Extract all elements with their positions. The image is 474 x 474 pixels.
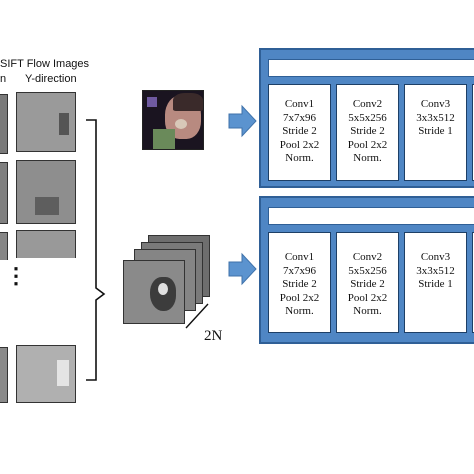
layer-pool: Pool 2x2: [337, 139, 398, 153]
layer-pool: Pool 2x2: [337, 292, 398, 306]
temporal-conv3-box: Conv3 3x3x512 Stride 1: [404, 232, 467, 333]
layer-kernel: 5x5x256: [337, 265, 398, 279]
arrow-right-icon: [228, 252, 258, 286]
grouping-bracket: [84, 118, 108, 384]
layer-pool: Pool 2x2: [269, 292, 330, 306]
flow-image-y-2: [16, 160, 76, 224]
layer-kernel: 7x7x96: [269, 265, 330, 279]
layer-norm: Norm.: [337, 305, 398, 319]
layer-name: Conv2: [337, 251, 398, 265]
spatial-stream-panel: Conv1 7x7x96 Stride 2 Pool 2x2 Norm. Con…: [259, 48, 474, 188]
layer-name: Conv3: [405, 98, 466, 112]
header-title: SIFT Flow Images: [0, 58, 89, 70]
layer-stride: Stride 1: [405, 278, 466, 292]
flow-image-x-2: [0, 162, 8, 224]
spatial-conv2-box: Conv2 5x5x256 Stride 2 Pool 2x2 Norm.: [336, 84, 399, 181]
flow-image-x-3: [0, 232, 8, 260]
flow-image-y-4: [16, 345, 76, 403]
spatial-stream-bar: [268, 59, 474, 77]
temporal-conv1-box: Conv1 7x7x96 Stride 2 Pool 2x2 Norm.: [268, 232, 331, 333]
layer-kernel: 3x3x512: [405, 112, 466, 126]
layer-norm: Norm.: [337, 152, 398, 166]
layer-norm: Norm.: [269, 152, 330, 166]
temporal-conv2-box: Conv2 5x5x256 Stride 2 Pool 2x2 Norm.: [336, 232, 399, 333]
layer-name: Conv2: [337, 98, 398, 112]
spatial-conv1-box: Conv1 7x7x96 Stride 2 Pool 2x2 Norm.: [268, 84, 331, 181]
temporal-stream-panel: Conv1 7x7x96 Stride 2 Pool 2x2 Norm. Con…: [259, 196, 474, 344]
layer-stride: Stride 2: [269, 125, 330, 139]
layer-name: Conv1: [269, 251, 330, 265]
stack-depth-line: [184, 300, 210, 330]
flow-image-x-4: [0, 347, 8, 403]
layer-stride: Stride 2: [269, 278, 330, 292]
flow-image-y-1: [16, 92, 76, 152]
layer-stride: Stride 1: [405, 125, 466, 139]
layer-pool: Pool 2x2: [269, 139, 330, 153]
stack-count-label: 2N: [204, 328, 222, 345]
stack-frame-front: [123, 260, 185, 324]
spatial-conv3-box: Conv3 3x3x512 Stride 1: [404, 84, 467, 181]
layer-name: Conv3: [405, 251, 466, 265]
header-x-direction: n: [0, 73, 6, 85]
layer-name: Conv1: [269, 98, 330, 112]
layer-stride: Stride 2: [337, 125, 398, 139]
video-frame-image: [142, 90, 204, 150]
header-y-direction: Y-direction: [25, 73, 77, 85]
layer-kernel: 7x7x96: [269, 112, 330, 126]
layer-kernel: 5x5x256: [337, 112, 398, 126]
flow-image-y-3: [16, 230, 76, 258]
temporal-stream-bar: [268, 207, 474, 225]
layer-norm: Norm.: [269, 305, 330, 319]
layer-stride: Stride 2: [337, 278, 398, 292]
layer-kernel: 3x3x512: [405, 265, 466, 279]
arrow-right-icon: [228, 104, 258, 138]
ellipsis-marker: ⋮: [5, 272, 27, 279]
flow-image-x-1: [0, 94, 8, 154]
